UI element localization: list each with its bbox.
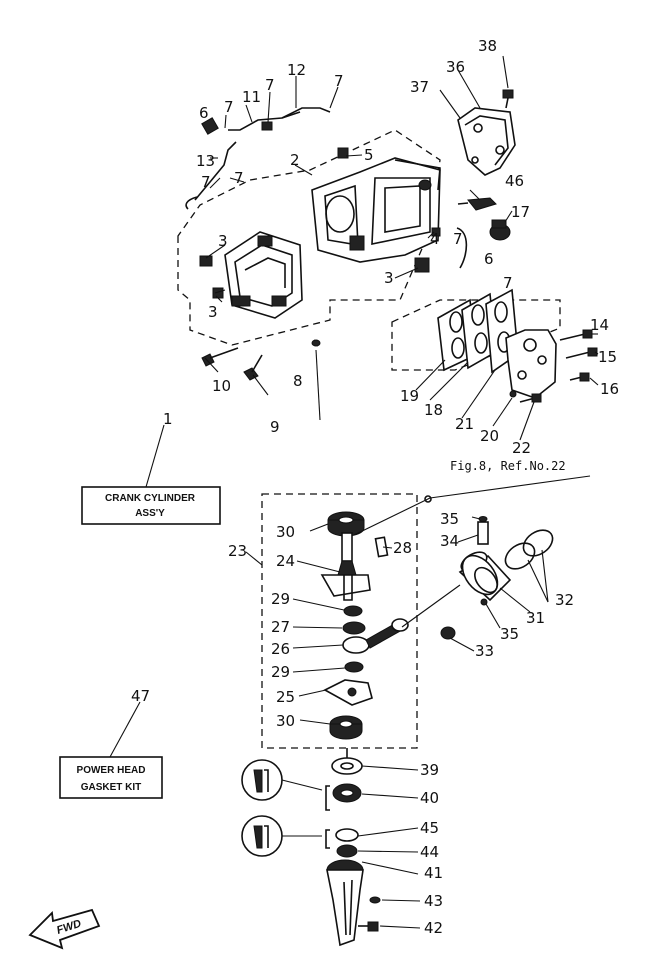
callout-22: 22 bbox=[512, 439, 531, 457]
callout-33: 33 bbox=[475, 642, 494, 660]
callout-6-b: 6 bbox=[484, 250, 494, 268]
callout-37: 37 bbox=[410, 78, 429, 96]
crank-cylinder-box: CRANK CYLINDER ASS'Y bbox=[81, 424, 221, 525]
callout-7-d: 7 bbox=[201, 173, 211, 191]
callout-1: 1 bbox=[163, 410, 173, 428]
cylinder-block-part bbox=[311, 157, 441, 263]
callout-7-b: 7 bbox=[265, 76, 275, 94]
callout-3-a: 3 bbox=[218, 232, 228, 250]
callout-7-f: 7 bbox=[453, 230, 463, 248]
crank-cylinder-box-line1: CRANK CYLINDER bbox=[105, 493, 196, 504]
seal-detail-45 bbox=[241, 815, 322, 857]
callout-32: 32 bbox=[555, 591, 574, 609]
callout-26: 26 bbox=[271, 640, 290, 658]
callout-29-b: 29 bbox=[271, 663, 290, 681]
bearing-30-bottom bbox=[329, 715, 363, 740]
figure-reference-note: Fig.8, Ref.No.22 bbox=[450, 459, 566, 473]
callout-45: 45 bbox=[420, 819, 439, 837]
callout-7-a: 7 bbox=[224, 98, 234, 116]
callout-14: 14 bbox=[590, 316, 609, 334]
callout-25: 25 bbox=[276, 688, 295, 706]
fwd-arrow-icon: FWD bbox=[28, 908, 101, 950]
callout-17: 17 bbox=[511, 203, 530, 221]
crankshaft-assembly bbox=[245, 475, 591, 749]
crank-cylinder-box-line2: ASS'Y bbox=[135, 508, 165, 519]
callout-13: 13 bbox=[196, 152, 215, 170]
callout-24: 24 bbox=[276, 552, 295, 570]
callout-30-a: 30 bbox=[276, 523, 295, 541]
cap-17-part bbox=[489, 219, 511, 241]
spark-plug-part bbox=[457, 197, 497, 211]
callout-7-g: 7 bbox=[503, 274, 513, 292]
callout-42: 42 bbox=[424, 919, 443, 937]
callout-38: 38 bbox=[478, 37, 497, 55]
lower-parts bbox=[241, 748, 421, 947]
pin-28 bbox=[374, 536, 389, 558]
seal-detail-40 bbox=[241, 759, 323, 801]
crank-web-25 bbox=[323, 679, 373, 706]
callout-44: 44 bbox=[420, 843, 439, 861]
bearing-30-top bbox=[327, 511, 365, 537]
callout-3-b: 3 bbox=[208, 303, 218, 321]
callout-21: 21 bbox=[455, 415, 474, 433]
callout-3-c: 3 bbox=[384, 269, 394, 287]
callout-7-e: 7 bbox=[234, 169, 244, 187]
gasket-kit-box-line2: GASKET KIT bbox=[81, 782, 142, 793]
bolt-10 bbox=[201, 347, 239, 367]
gasket-kit-box-line1: POWER HEAD bbox=[77, 765, 146, 776]
callout-30-b: 30 bbox=[276, 712, 295, 730]
callout-40: 40 bbox=[420, 789, 439, 807]
callout-10: 10 bbox=[212, 377, 231, 395]
crankcase-part bbox=[224, 231, 303, 319]
connecting-rod-26 bbox=[342, 618, 409, 654]
cylinder-head-part bbox=[505, 329, 557, 399]
callout-11: 11 bbox=[242, 88, 261, 106]
callout-34: 34 bbox=[440, 532, 459, 550]
callout-7-c: 7 bbox=[334, 72, 344, 90]
callout-31: 31 bbox=[526, 609, 545, 627]
callout-5: 5 bbox=[364, 146, 374, 164]
callout-27: 27 bbox=[271, 618, 290, 636]
callout-8: 8 bbox=[293, 372, 303, 390]
callout-16: 16 bbox=[600, 380, 619, 398]
callout-6-a: 6 bbox=[199, 104, 209, 122]
gasket-kit-box: POWER HEAD GASKET KIT bbox=[59, 701, 163, 799]
callout-29-a: 29 bbox=[271, 590, 290, 608]
piston-31 bbox=[458, 551, 512, 602]
callout-2: 2 bbox=[290, 151, 300, 169]
callout-39: 39 bbox=[420, 761, 439, 779]
callout-20: 20 bbox=[480, 427, 499, 445]
callout-46: 46 bbox=[505, 172, 524, 190]
crankshaft-24 bbox=[320, 532, 371, 601]
head-cover-part bbox=[457, 107, 516, 176]
crank-cylinder-assembly bbox=[177, 55, 599, 441]
lower-housing-41 bbox=[326, 859, 364, 947]
callout-41: 41 bbox=[424, 864, 443, 882]
callout-36: 36 bbox=[446, 58, 465, 76]
callout-35-b: 35 bbox=[500, 625, 519, 643]
callout-35-a: 35 bbox=[440, 510, 459, 528]
callout-19: 19 bbox=[400, 387, 419, 405]
callout-numbers: 1 2 3 3 3 4 5 6 6 7 7 7 7 7 7 7 8 9 10 1… bbox=[131, 37, 619, 937]
callout-47: 47 bbox=[131, 687, 150, 705]
bolt-38 bbox=[502, 89, 514, 109]
callout-28: 28 bbox=[393, 539, 412, 557]
callout-18: 18 bbox=[424, 401, 443, 419]
callout-43: 43 bbox=[424, 892, 443, 910]
callout-15: 15 bbox=[598, 348, 617, 366]
callout-9: 9 bbox=[270, 418, 280, 436]
callout-12: 12 bbox=[287, 61, 306, 79]
bolt-9 bbox=[243, 354, 263, 381]
callout-4: 4 bbox=[430, 230, 440, 248]
callout-23: 23 bbox=[228, 542, 247, 560]
